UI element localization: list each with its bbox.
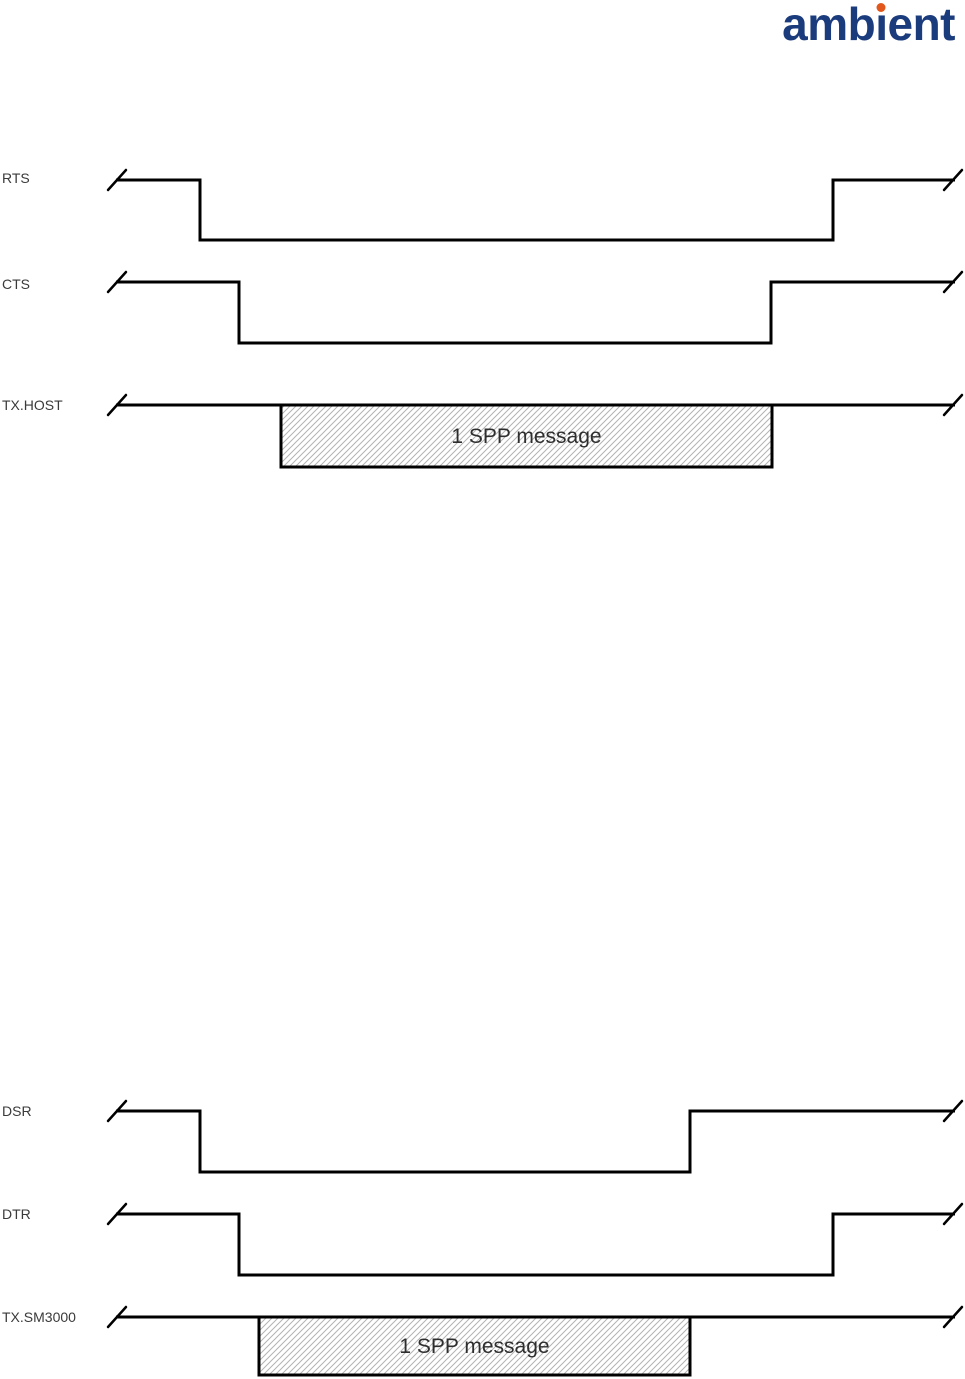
break-tick [106,1099,128,1123]
spp-message-box-border [279,403,774,469]
signal-DSR-waveform [106,1099,964,1174]
spp-message-label: 1 SPP message [451,424,602,448]
break-tick [942,1202,964,1226]
waveform-line [116,1212,955,1277]
signal-label-tx-host: TX.HOST [2,397,63,413]
signal-DTR-waveform [106,1202,964,1277]
signal-label-dsr: DSR [2,1103,32,1119]
break-tick [942,393,964,417]
signal-CTS-waveform [106,270,964,345]
spp-message-box-fill [259,1317,690,1375]
break-tick [942,1099,964,1123]
break-tick [106,393,128,417]
break-tick [106,1202,128,1226]
break-tick [942,168,964,192]
signal-label-cts: CTS [2,276,30,292]
logo-i-dot-icon [876,3,886,12]
signal-RTS-waveform [106,168,964,242]
break-tick [106,168,128,192]
logo-text-post: ent [887,0,956,50]
waveform-line [116,280,955,345]
break-tick [942,1305,964,1329]
waveform-line [116,178,955,242]
signal-TX.HOST-waveform [106,393,964,469]
signal-label-tx-sm3000: TX.SM3000 [2,1309,76,1325]
logo-letter-i: ı [875,0,888,50]
logo-text-pre: amb [782,0,876,50]
signal-label-rts: RTS [2,170,30,186]
break-tick [106,1305,128,1329]
break-tick [942,270,964,294]
spp-message-label: 1 SPP message [399,1334,550,1358]
signal-label-dtr: DTR [2,1206,31,1222]
break-tick [106,270,128,294]
waveform-line [116,1109,955,1174]
logo-dotless-i: ı [875,0,888,50]
spp-message-box-border [257,1315,692,1377]
spp-message-box-fill [281,405,772,467]
signal-TX.SM3000-waveform [106,1305,964,1377]
